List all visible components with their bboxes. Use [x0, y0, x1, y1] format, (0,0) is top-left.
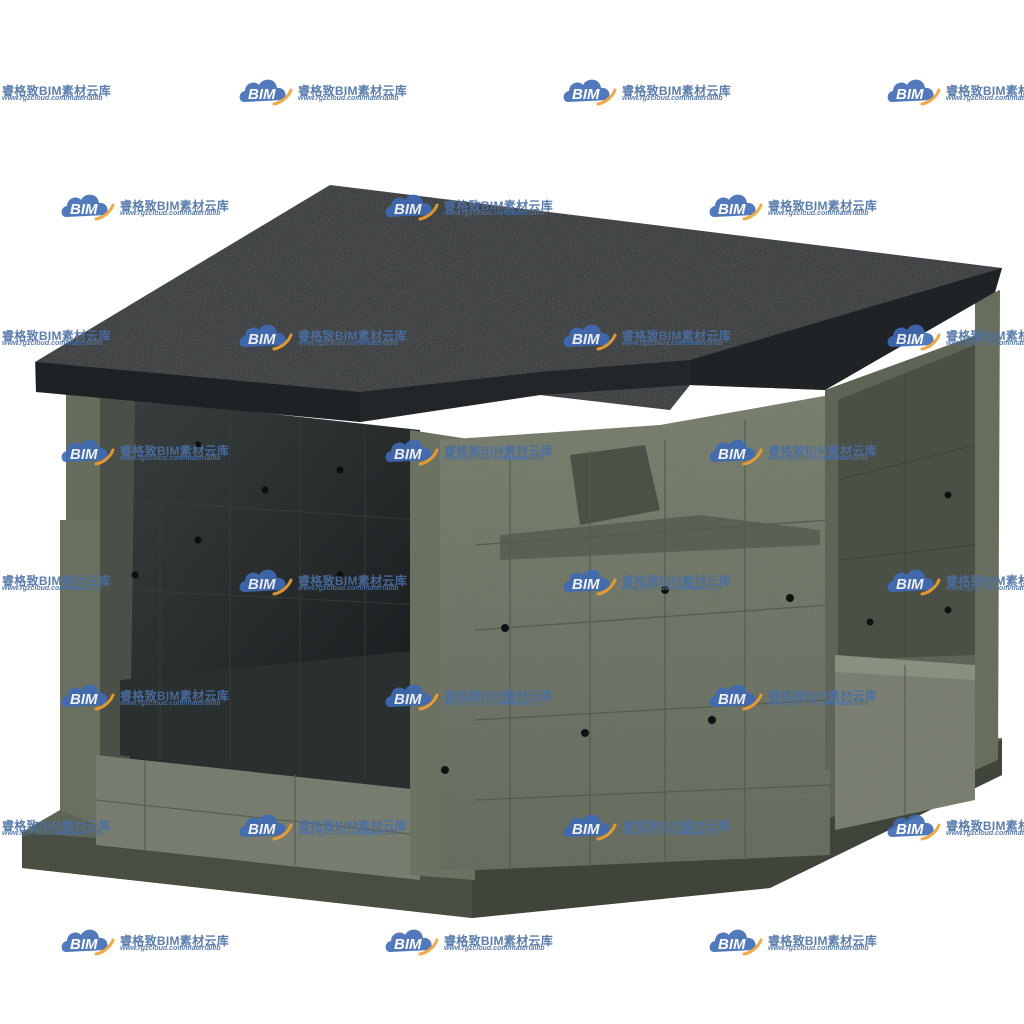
left-chamber-interior — [100, 395, 421, 800]
right-chamber — [825, 290, 1000, 830]
central-front-wall — [410, 395, 831, 880]
roof-slab — [35, 185, 1002, 422]
